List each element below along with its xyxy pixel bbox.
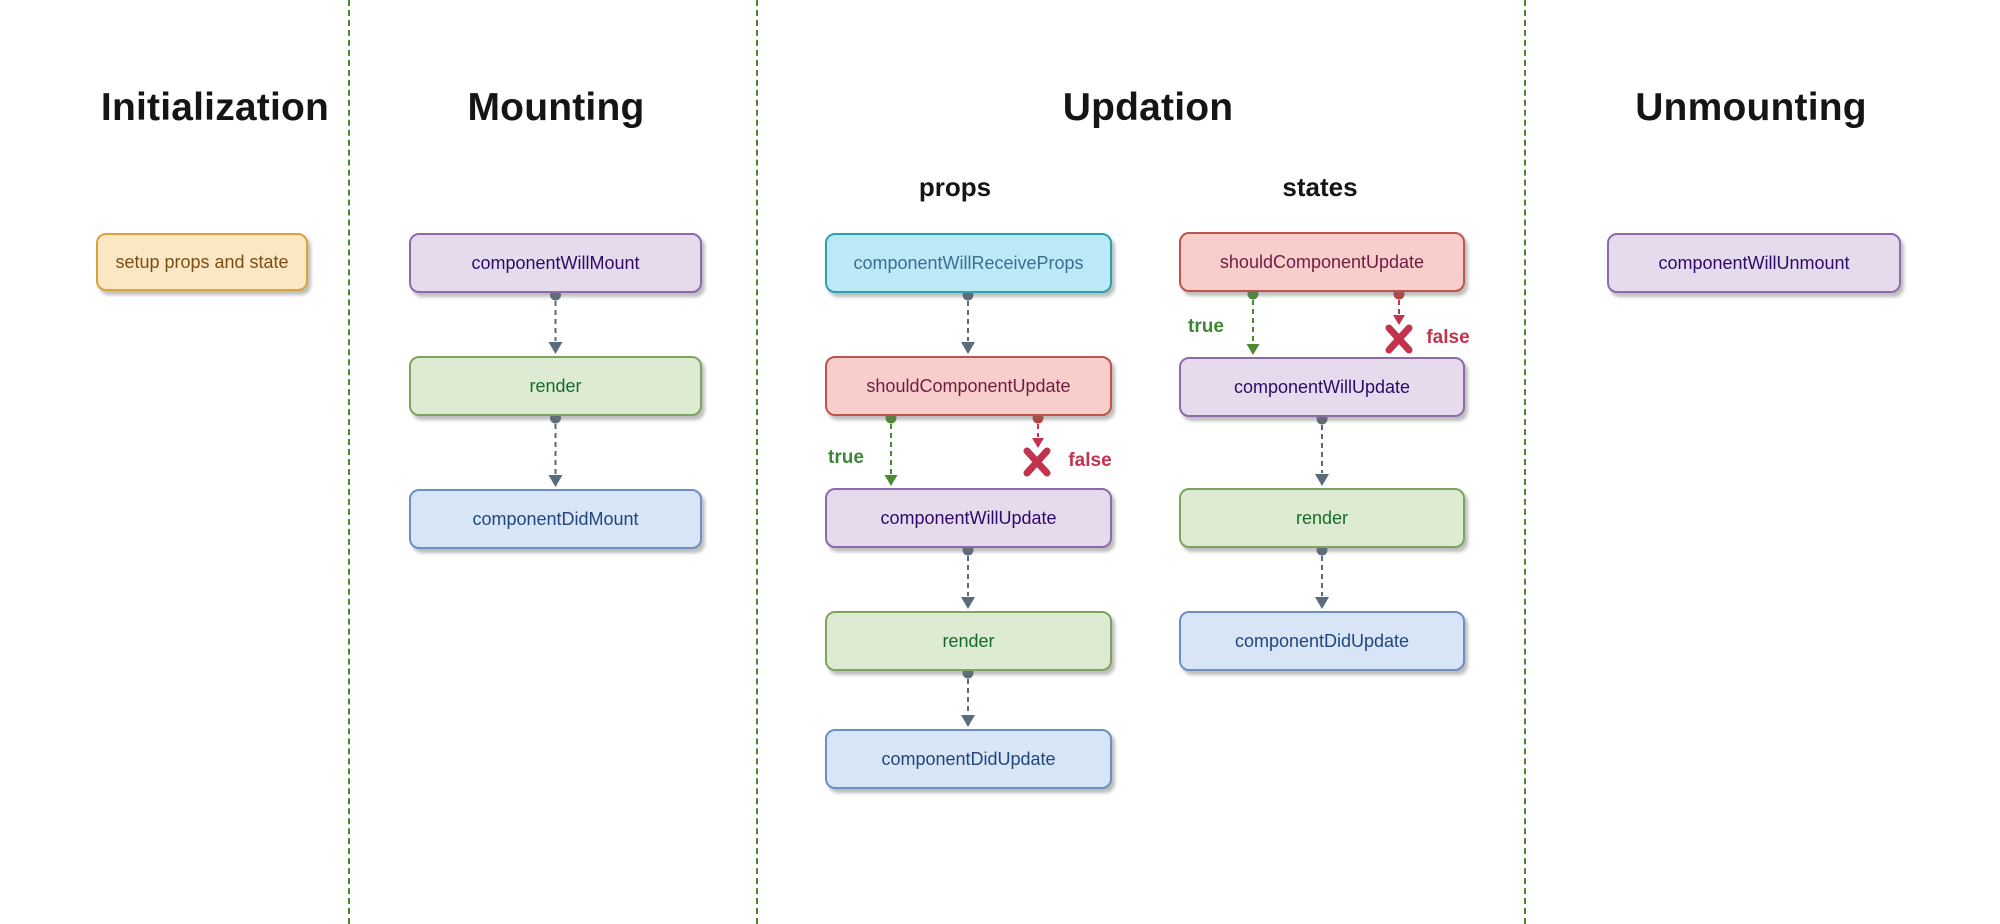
column-separator (1524, 0, 1526, 924)
arrow-willmount-to-render (548, 289, 563, 354)
arrow-receiveprops-to-shouldupdate (961, 289, 975, 354)
cross-x-icon (1385, 324, 1413, 354)
node-states-render: render (1179, 488, 1465, 548)
node-states-component-will-update: componentWillUpdate (1179, 357, 1465, 417)
node-props-component-will-update: componentWillUpdate (825, 488, 1112, 548)
node-states-should-component-update: shouldComponentUpdate (1179, 232, 1465, 292)
node-component-will-unmount: componentWillUnmount (1607, 233, 1901, 293)
true-label-props: true (828, 447, 864, 468)
node-component-will-mount: componentWillMount (409, 233, 702, 293)
node-props-render: render (825, 611, 1112, 671)
arrow-props-render-to-didupdate (961, 667, 975, 727)
true-label-states: true (1188, 316, 1224, 337)
false-label-states: false (1426, 327, 1470, 348)
subsection-title-states: states (1282, 172, 1358, 202)
node-props-should-component-update: shouldComponentUpdate (825, 356, 1112, 416)
node-mounting-render: render (409, 356, 702, 416)
node-setup-props-and-state: setup props and state (96, 233, 308, 291)
section-title-initialization: Initialization (100, 86, 330, 129)
arrow-states-render-to-didupdate (1315, 544, 1329, 609)
arrow-props-willupdate-to-render (961, 544, 975, 609)
column-separator (348, 0, 350, 924)
false-label-props: false (1068, 450, 1112, 471)
node-component-will-receive-props: componentWillReceiveProps (825, 233, 1112, 293)
arrow-props-true-branch (884, 412, 898, 486)
section-title-mounting: Mounting (467, 86, 645, 129)
column-separator (756, 0, 758, 924)
cross-x-icon (1023, 447, 1051, 477)
arrow-states-false-branch (1385, 288, 1413, 354)
arrow-states-true-branch (1246, 288, 1260, 355)
section-title-unmounting: Unmounting (1635, 86, 1867, 129)
node-component-did-mount: componentDidMount (409, 489, 702, 549)
section-title-updation: Updation (1062, 86, 1234, 129)
node-states-component-did-update: componentDidUpdate (1179, 611, 1465, 671)
subsection-title-props: props (918, 172, 992, 202)
node-props-component-did-update: componentDidUpdate (825, 729, 1112, 789)
arrow-render-to-didmount (548, 412, 563, 487)
arrow-props-false-branch (1023, 412, 1051, 477)
arrow-states-willupdate-to-render (1315, 413, 1329, 486)
